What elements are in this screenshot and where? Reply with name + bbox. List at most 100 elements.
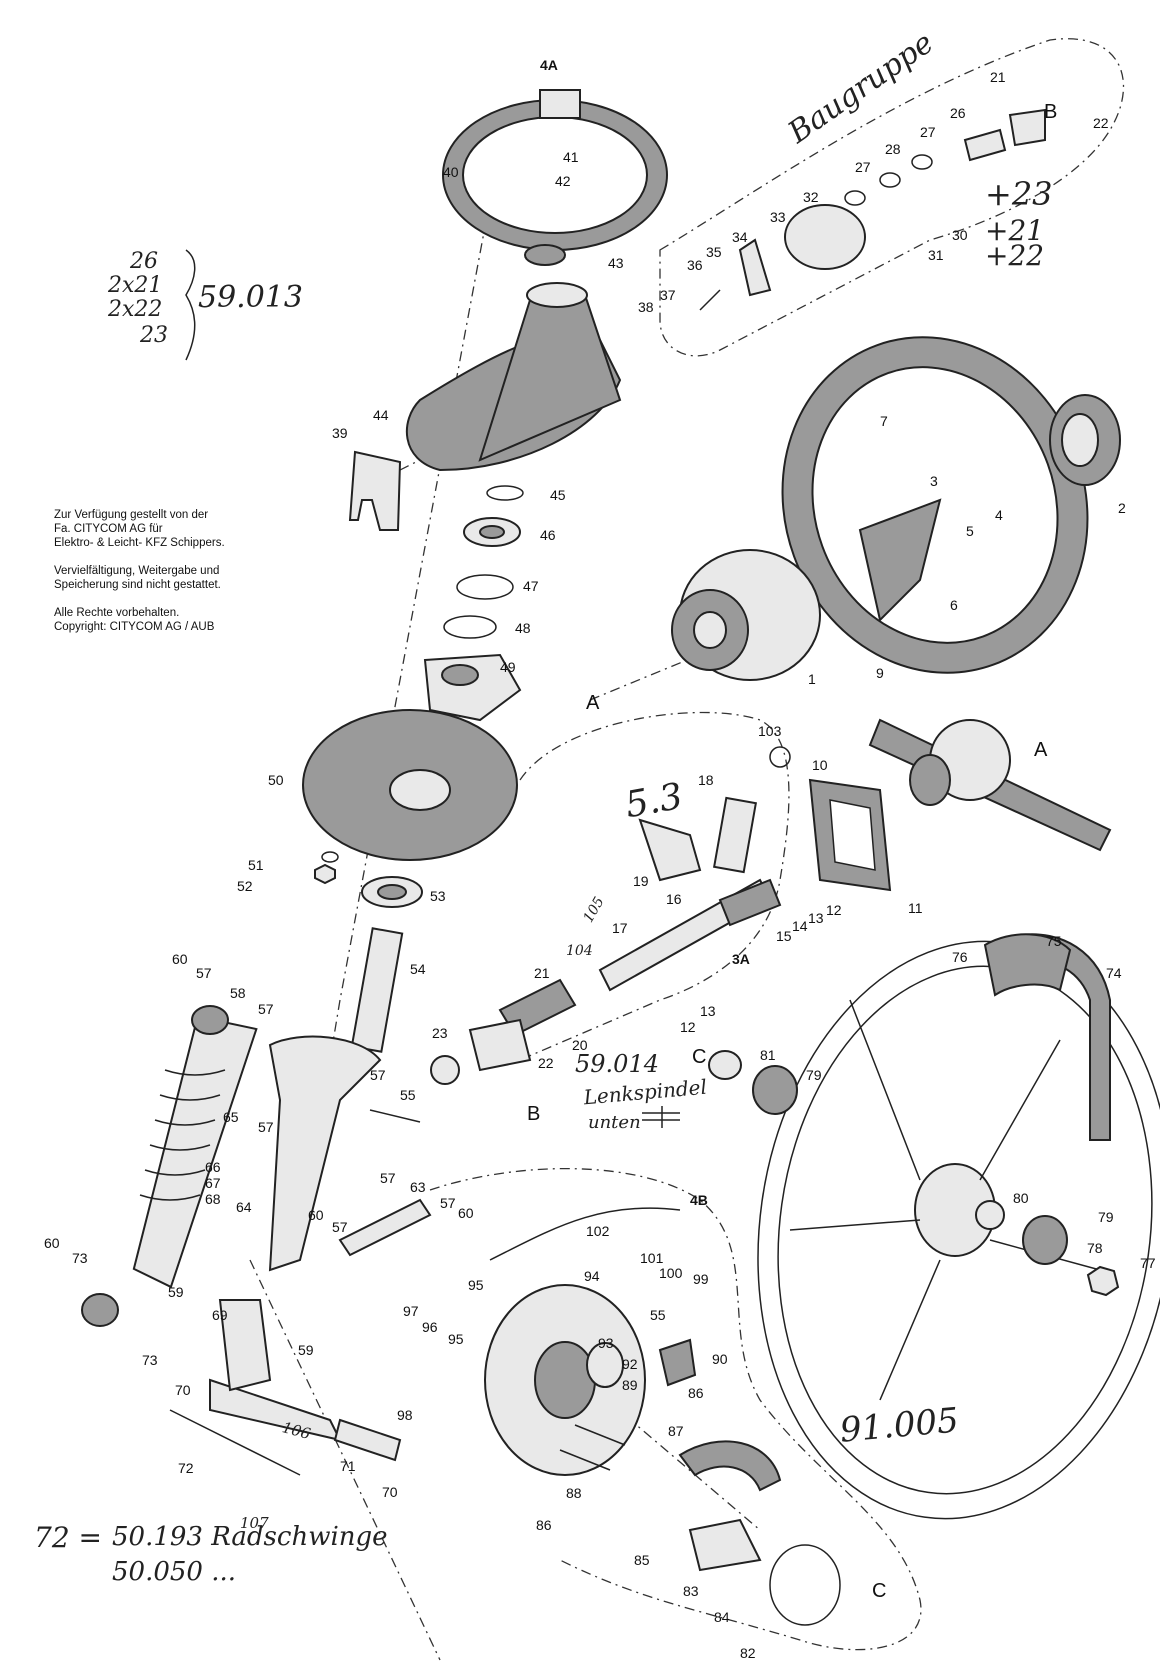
label-83: 83 [683,1583,699,1599]
label-81: 81 [760,1047,776,1063]
label-88: 88 [566,1485,582,1501]
label-27: 27 [855,159,871,175]
label-47: 47 [523,578,539,594]
note-code-59014: 59.014 [575,1050,659,1078]
label-99: 99 [693,1271,709,1287]
pins-88 [559,1424,626,1471]
notice-line-2: Fa. CITYCOM AG für [54,523,163,535]
gasket-ring-40 [442,89,668,251]
label-67: 67 [205,1175,221,1191]
label-6: 6 [950,597,958,613]
label-20: 20 [572,1037,588,1053]
label-15: 15 [776,928,792,944]
label-95: 95 [468,1277,484,1293]
letter-c-top: C [692,1046,706,1068]
label-80: 80 [1013,1190,1029,1206]
joint-23 [430,1055,460,1085]
label-57g: 57 [332,1219,348,1235]
label-30: 30 [952,227,968,243]
label-54: 54 [410,961,426,977]
switch-18 [638,796,758,882]
shock-absorber-58 [81,1005,258,1327]
bolt-55 [369,1109,421,1123]
note-code-59013: 59.013 [198,280,303,315]
notice-line-5: Speicherung sind nicht gestattet. [54,579,221,591]
label-100: 100 [659,1265,683,1281]
label-27b: 27 [920,124,936,140]
lever-90 [658,1338,697,1387]
label-28: 28 [885,141,901,157]
brake-drum-c [769,1544,841,1626]
bearing-46 [463,517,521,547]
label-82: 82 [740,1645,756,1661]
bushing-81 [708,1050,742,1080]
note-plus23: +23 [985,175,1053,213]
label-55b: 55 [650,1307,666,1323]
label-34: 34 [732,229,748,245]
ring-103 [769,746,791,768]
label-102: 102 [586,1223,610,1239]
axis-line [339,199,491,1001]
notice-line-3: Elektro- & Leicht- KFZ Schippers. [54,537,225,549]
label-41: 41 [563,149,579,165]
note-plus21: +21 [985,214,1044,247]
label-58: 58 [230,985,246,1001]
label-14: 14 [792,918,808,934]
label-78: 78 [1087,1240,1103,1256]
label-12b: 12 [680,1019,696,1035]
note-label-72: 72 = [34,1521,102,1554]
bearing-79 [752,1065,798,1115]
label-63: 63 [410,1179,426,1195]
label-71: 71 [340,1458,356,1474]
label-51: 51 [248,857,264,873]
note-code-91005: 91.005 [838,1400,960,1450]
label-31: 31 [928,247,944,263]
label-57f: 57 [440,1195,456,1211]
steering-group-outline [519,711,790,1061]
label-55: 55 [400,1087,416,1103]
bearing-79b [1022,1215,1068,1265]
nut-77 [1086,1265,1120,1297]
label-101: 101 [640,1250,664,1266]
spacer-80 [975,1200,1005,1230]
label-21b: 21 [990,69,1006,85]
label-35: 35 [706,244,722,260]
label-96: 96 [422,1319,438,1335]
label-2: 2 [1118,500,1126,516]
label-65: 65 [223,1109,239,1125]
note-group-a-3: 2x22 [107,297,162,322]
letter-c-bottom: C [872,1580,886,1602]
letter-b-bottom: B [527,1103,540,1125]
label-22b: 22 [1093,115,1109,131]
part-labels: 1 2 3 4 5 6 7 9 10 11 12 13 12 13 14 15 … [44,69,1156,1661]
rubber-boot-44 [406,282,622,472]
note-unten: unten [588,1112,641,1133]
brake-group-outline [429,1167,922,1651]
label-52: 52 [237,878,253,894]
label-53: 53 [430,888,446,904]
gear-49 [423,653,522,722]
label-64: 64 [236,1199,252,1215]
tire-section-75 [983,933,1072,997]
note-group-a-4: 23 [139,323,168,348]
label-79b: 79 [1098,1209,1114,1225]
note-group-a-2: 2x21 [107,273,162,298]
label-3a: 3A [732,951,750,967]
circlip-45 [486,485,524,501]
note-group-a-1: 26 [129,249,158,274]
washer-48 [443,615,497,639]
label-105: 105 [580,894,607,925]
label-57d: 57 [258,1119,274,1135]
label-95b: 95 [448,1331,464,1347]
label-60b: 60 [308,1207,324,1223]
label-76: 76 [952,949,968,965]
label-4a: 4A [540,57,558,73]
pin-71 [333,1418,402,1462]
steering-knuckle-54 [268,927,404,1272]
label-48: 48 [515,620,531,636]
assembly-group-outline [659,38,1125,357]
label-13b: 13 [700,1003,716,1019]
label-77: 77 [1140,1255,1156,1271]
label-10: 10 [812,757,828,773]
label-39: 39 [332,425,348,441]
